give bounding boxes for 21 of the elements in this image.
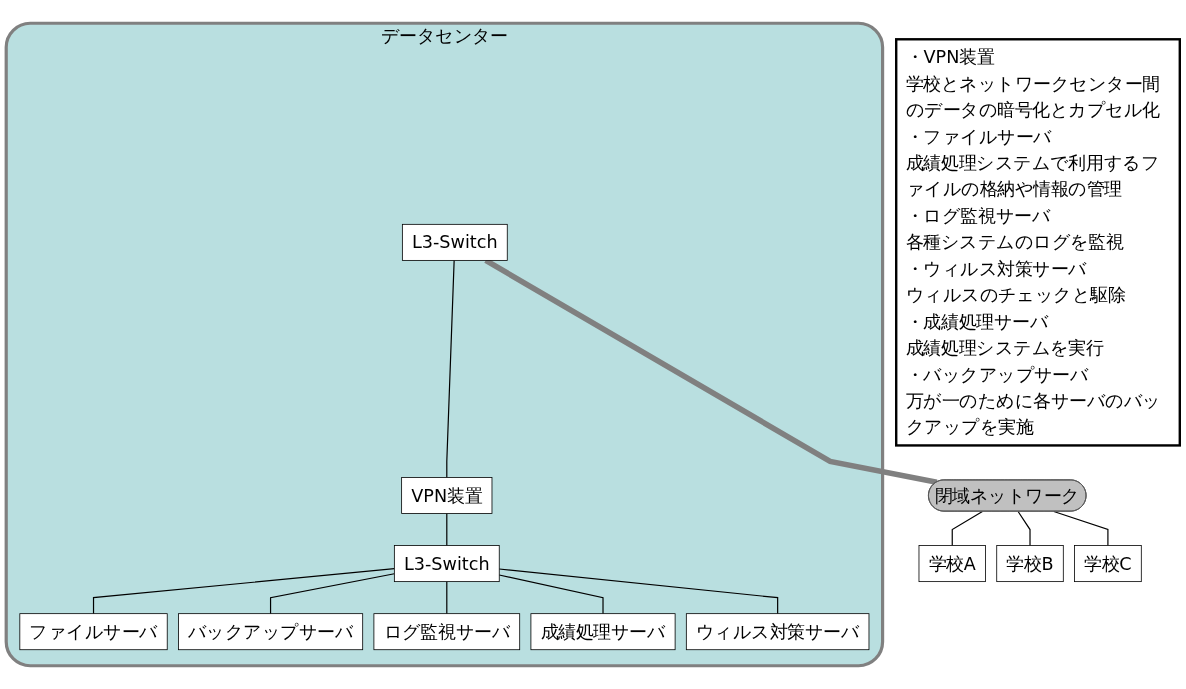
- node-box: VPN装置: [401, 477, 493, 514]
- connector: [92, 568, 395, 615]
- node-box: 学校C: [1074, 545, 1142, 582]
- node-box: 学校B: [996, 545, 1064, 582]
- connector: [446, 259, 455, 479]
- connector: [446, 581, 448, 615]
- node-box: バックアップサーバ: [178, 613, 364, 651]
- connector: [498, 568, 779, 615]
- node-box: L3-Switch: [401, 223, 508, 261]
- node-box: 成績処理サーバ: [530, 613, 676, 651]
- connector: [951, 510, 983, 547]
- node-box: ウィルス対策サーバ: [685, 613, 870, 651]
- node-box: ファイルサーバ: [19, 613, 168, 651]
- connector: [1017, 510, 1031, 547]
- connector: [446, 512, 448, 547]
- node-box: ・VPN装置 学校とネットワークセンター間のデータの暗号化とカプセル化 ・ファイルサーバ 成績処理システムで利用するファイルの格納や情報の管理 ・ログ監視サーバ 各種システムのログを監視 ・ウィルス対策サーバ ウィルスのチェックと駆除 ・成績処理サーバ 成績処理システムを実行 ・バックアップサーバ 万が一のために各サーバのバックアップを実施: [895, 38, 1181, 447]
- node-box: ログ監視サーバ: [373, 613, 521, 651]
- node-box: 学校A: [918, 545, 986, 582]
- connector: [269, 573, 395, 615]
- node-box: L3-Switch: [393, 545, 500, 582]
- connector: [498, 574, 604, 615]
